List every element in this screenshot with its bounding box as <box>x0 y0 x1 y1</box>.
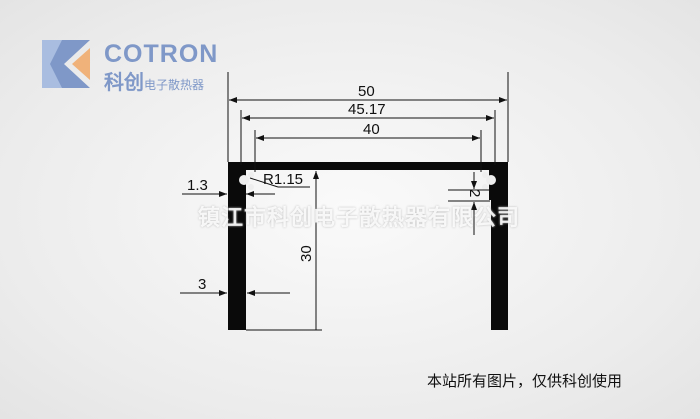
dim-slot-depth: 2 <box>466 189 483 197</box>
dim-wall-thickness: 1.3 <box>187 177 208 194</box>
dim-leg-thickness: 3 <box>198 276 206 293</box>
logo-brand-cn-text: 科创 <box>104 72 144 94</box>
logo-mark-icon <box>42 40 90 88</box>
dim-slot-radius: R1.15 <box>263 171 303 188</box>
logo-brand-cn: 科创电子散热器 <box>104 66 204 95</box>
logo-brand-en: COTRON <box>104 40 219 68</box>
dim-slot-span: 40 <box>363 121 380 138</box>
watermark: 镇江市科创电子散热器有限公司 <box>198 205 521 230</box>
dim-height: 30 <box>298 245 315 262</box>
dim-overall-width: 50 <box>358 83 375 100</box>
footer-note: 本站所有图片，仅供科创使用 <box>427 373 623 390</box>
dim-inner-width: 45.17 <box>348 101 386 118</box>
logo-tagline: 电子散热器 <box>144 78 205 92</box>
